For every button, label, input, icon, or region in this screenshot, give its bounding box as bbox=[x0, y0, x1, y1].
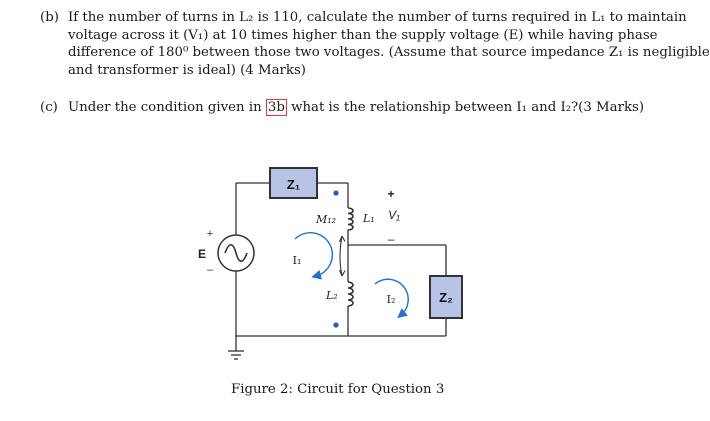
inductor-l2-label: L₂ bbox=[325, 289, 338, 302]
v1-label: V₁ bbox=[388, 208, 400, 222]
inductor-l1-label: L₁ bbox=[362, 212, 375, 225]
mutual-arrow-head-top bbox=[338, 235, 346, 243]
question-c-text-before: Under the condition given in bbox=[68, 100, 266, 115]
question-reference-link[interactable]: 3b bbox=[265, 99, 287, 116]
ground-icon bbox=[228, 350, 244, 360]
impedance-z1-label: Z₁ bbox=[287, 177, 300, 192]
inductor-l1-icon bbox=[347, 207, 354, 231]
sine-wave-icon bbox=[224, 243, 248, 263]
circuit-wires bbox=[235, 182, 447, 351]
polarity-dot-bottom bbox=[333, 322, 339, 328]
question-b: (b) If the number of turns in L₂ is 110,… bbox=[40, 9, 710, 79]
source-minus-sign: – bbox=[207, 264, 214, 276]
current-i1-label: I₁ bbox=[293, 254, 302, 267]
impedance-z2 bbox=[429, 275, 463, 319]
current-i1-arrow-icon bbox=[294, 232, 334, 280]
v1-plus-sign: + bbox=[387, 187, 394, 201]
polarity-dot-top bbox=[333, 190, 339, 196]
question-b-line-4: and transformer is ideal) (4 Marks) bbox=[68, 62, 306, 78]
question-c-label: (c) bbox=[40, 100, 58, 115]
mutual-arrow-head-bottom bbox=[338, 269, 346, 277]
v1-minus-sign: – bbox=[388, 232, 395, 246]
impedance-z1 bbox=[269, 167, 318, 199]
mutual-label: M₁₂ bbox=[315, 213, 336, 226]
question-c-text: Under the condition given in 3b what is … bbox=[40, 99, 680, 117]
question-b-line-2: voltage across it (V₁) at 10 times highe… bbox=[68, 27, 658, 43]
impedance-z2-label: Z₂ bbox=[439, 290, 453, 305]
current-i2-label: I₂ bbox=[387, 293, 396, 306]
question-b-line-3: difference of 180⁰ between those two vol… bbox=[68, 45, 710, 60]
current-i2-arrow-icon bbox=[374, 278, 409, 319]
source-label-e: E bbox=[198, 247, 206, 261]
question-b-label: (b) bbox=[40, 10, 59, 25]
question-c: (c) Under the condition given in 3b what… bbox=[40, 99, 680, 117]
mutual-coupling-arrow bbox=[339, 235, 343, 277]
question-c-text-after: what is the relationship between I₁ and … bbox=[286, 100, 645, 115]
figure-caption: Figure 2: Circuit for Question 3 bbox=[231, 382, 445, 397]
source-plus-sign: + bbox=[207, 228, 213, 240]
question-b-line-1: If the number of turns in L₂ is 110, cal… bbox=[68, 10, 687, 25]
inductor-l2-icon bbox=[347, 281, 354, 307]
